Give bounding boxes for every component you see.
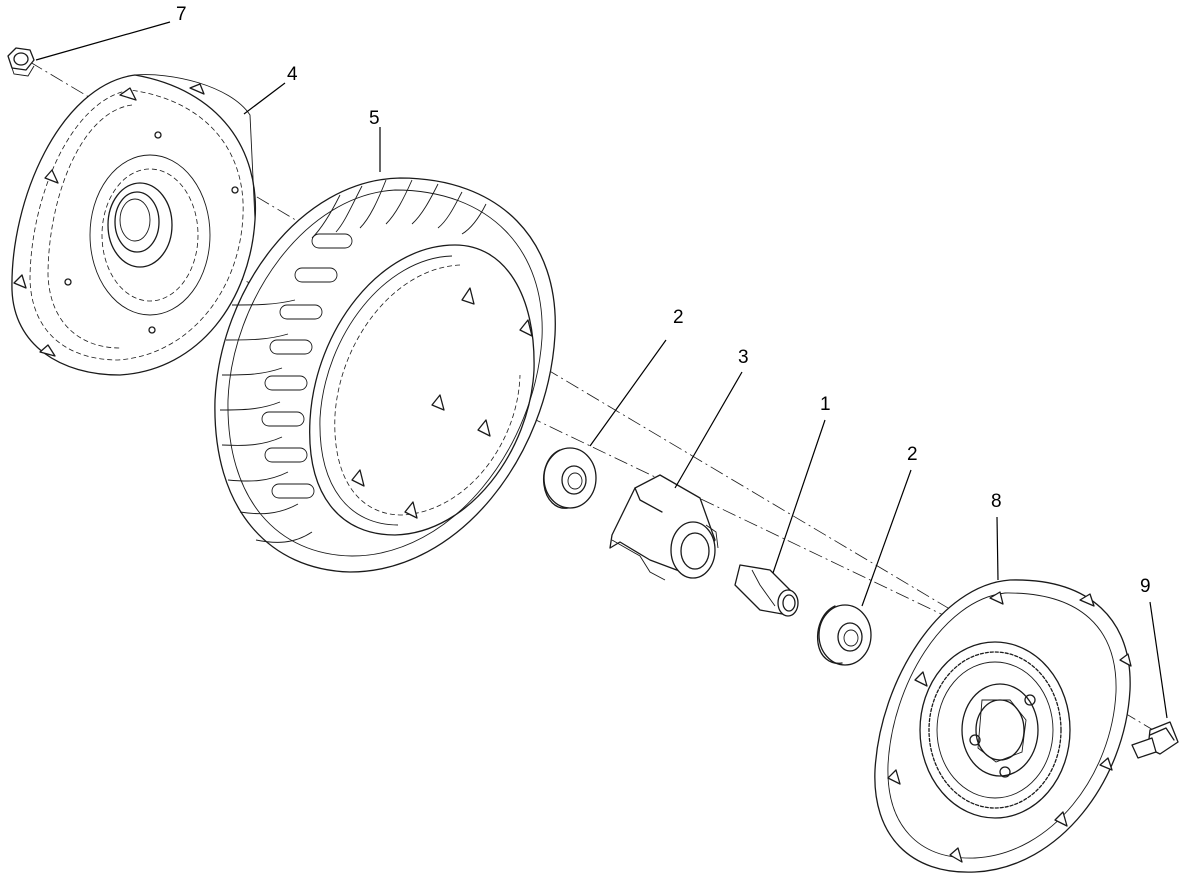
- part-3-sleeve: [609, 474, 719, 581]
- leader-2a: [589, 339, 667, 447]
- part-2-washer-left: [542, 447, 597, 509]
- callout-2a: 2: [673, 307, 684, 328]
- leader-4: [243, 82, 286, 115]
- callout-2b: 2: [907, 444, 918, 465]
- leader-3: [674, 371, 743, 489]
- callout-4: 4: [287, 64, 298, 85]
- part-9-bolt: [1131, 721, 1179, 759]
- part-1-spacer: [734, 564, 799, 617]
- callout-1: 1: [820, 394, 831, 415]
- leader-8: [996, 516, 999, 581]
- leader-lines: [35, 21, 1168, 719]
- leader-1: [772, 419, 826, 574]
- callout-labels: 7 4 5 2 3 1 2 8 9: [176, 4, 1151, 597]
- leader-2b: [861, 469, 912, 607]
- callout-5: 5: [369, 108, 380, 129]
- part-7-nut: [7, 47, 35, 77]
- part-8-hubcap-gear: [874, 579, 1132, 873]
- callout-8: 8: [991, 491, 1002, 512]
- part-2-washer-right: [816, 604, 872, 666]
- callout-3: 3: [738, 347, 749, 368]
- part-4-hubcap-left: [11, 74, 257, 376]
- leader-7: [35, 21, 171, 61]
- callout-7: 7: [176, 4, 187, 25]
- part-5-tire: [214, 177, 556, 573]
- leader-9: [1149, 601, 1168, 719]
- callout-9: 9: [1140, 576, 1151, 597]
